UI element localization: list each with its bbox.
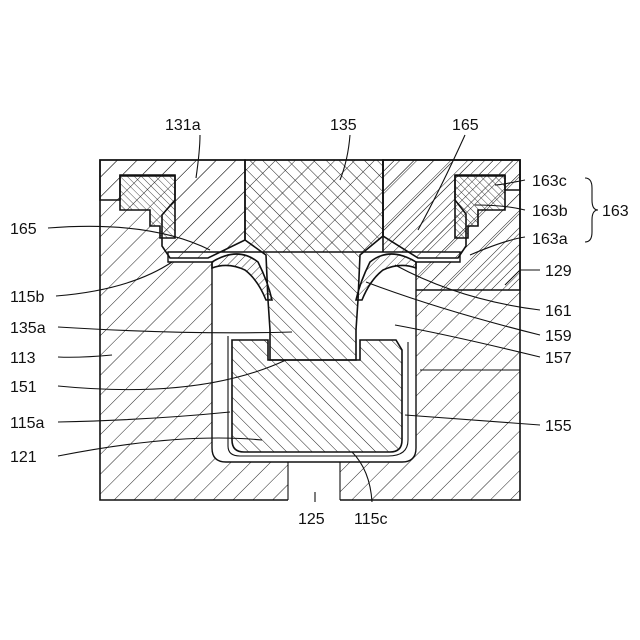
label-129: 129 <box>545 263 572 280</box>
label-163c: 163c <box>532 173 567 190</box>
label-151: 151 <box>10 379 37 396</box>
label-115a: 115a <box>10 415 45 432</box>
label-135a: 135a <box>10 320 46 337</box>
label-165-left: 165 <box>10 221 37 238</box>
label-113: 113 <box>10 350 36 367</box>
port-125 <box>288 456 340 502</box>
label-115c: 115c <box>354 511 388 528</box>
label-115b: 115b <box>10 289 45 306</box>
label-135: 135 <box>330 117 357 134</box>
label-157: 157 <box>545 350 572 367</box>
label-159: 159 <box>545 328 572 345</box>
label-125: 125 <box>298 511 325 528</box>
label-163a: 163a <box>532 231 568 248</box>
label-165-top: 165 <box>452 117 479 134</box>
label-163b: 163b <box>532 203 568 220</box>
label-163: 163 <box>602 203 629 220</box>
label-131a: 131a <box>165 117 201 134</box>
label-121: 121 <box>10 449 37 466</box>
label-161: 161 <box>545 303 572 320</box>
label-155: 155 <box>545 418 572 435</box>
